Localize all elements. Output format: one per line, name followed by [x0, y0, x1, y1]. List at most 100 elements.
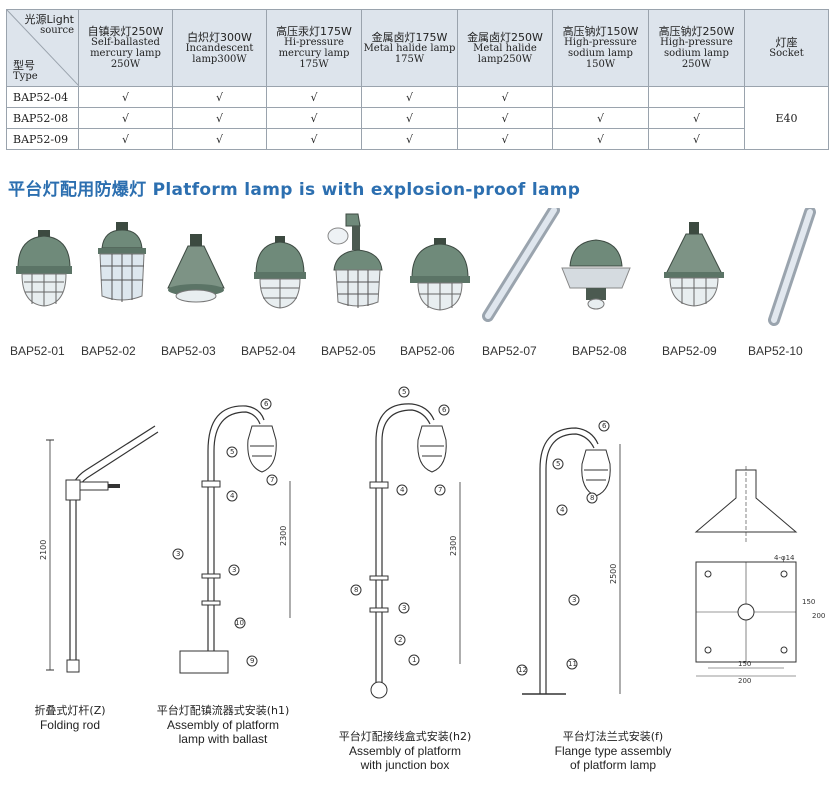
h1-caption: 平台灯配镇流器式安装(h1) Assembly of platform lamp…: [138, 704, 308, 746]
dim-2100: 2100: [39, 540, 48, 560]
lamp-bap52-09-image: [664, 222, 724, 307]
lamp-label: BAP52-06: [400, 344, 455, 358]
lamp-bap52-01-image: [16, 230, 72, 307]
svg-text:7: 7: [270, 476, 274, 484]
caption-cn: 平台灯配接线盒式安装(h2): [338, 730, 472, 743]
svg-text:6: 6: [602, 422, 607, 430]
lamp-bap52-04-image: [254, 236, 306, 309]
holes-label: 4-φ14: [774, 554, 795, 562]
section-title: 平台灯配用防爆灯 Platform lamp is with explosion…: [8, 180, 581, 200]
corner-en-bottom: Type: [13, 71, 38, 82]
svg-text:5: 5: [556, 460, 560, 468]
caption-cn: 平台灯配镇流器式安装(h1): [156, 704, 290, 717]
dim-200-v: 200: [812, 612, 825, 620]
check-cell: √: [648, 107, 745, 129]
lamp-label: BAP52-07: [482, 344, 537, 358]
col-en: High-pressure sodium lamp 150W: [564, 37, 637, 70]
caption-cn: 折叠式灯杆(Z): [34, 704, 106, 717]
model-cell: BAP52-04: [6, 86, 79, 108]
lamp-bap52-06-image: [410, 238, 470, 311]
check-cell: √: [552, 128, 649, 150]
check-cell: √: [457, 128, 553, 150]
lamp-bap52-03-image: [167, 234, 225, 303]
svg-text:4: 4: [230, 492, 235, 500]
dim-2300: 2300: [279, 526, 288, 546]
check-cell: √: [361, 107, 458, 129]
lamp-label: BAP52-01: [10, 344, 65, 358]
lamp-bap52-07-image: [482, 208, 560, 322]
svg-text:9: 9: [250, 657, 254, 665]
svg-text:3: 3: [232, 566, 236, 574]
lamp-bap52-10-image: [768, 208, 816, 326]
check-cell: [552, 86, 649, 108]
svg-text:5: 5: [230, 448, 234, 456]
col-cn: 高压钠灯150W: [562, 25, 639, 38]
col-en: Metal halide lamp 175W: [363, 42, 456, 65]
svg-text:4: 4: [560, 506, 565, 514]
table-row: BAP52-04 √ √ √ √ √ E40: [6, 86, 829, 150]
lamp-label: BAP52-04: [241, 344, 296, 358]
caption-en: with junction box: [360, 758, 450, 772]
folding-rod-caption: 折叠式灯杆(Z) Folding rod: [20, 704, 120, 732]
col-cn: 白炽灯300W: [187, 30, 252, 44]
lamp-label: BAP52-05: [321, 344, 376, 358]
check-cell: √: [457, 107, 553, 129]
col-cn: 灯座: [775, 36, 798, 49]
check-cell: [648, 86, 745, 108]
dim-2300: 2300: [449, 536, 458, 556]
caption-en: Assembly of platform: [166, 718, 280, 732]
f-caption: 平台灯法兰式安装(f) Flange type assembly of plat…: [538, 730, 688, 772]
dim-150-h: 150: [738, 660, 751, 668]
caption-cn: 平台灯法兰式安装(f): [562, 730, 664, 743]
col-cn: 自镇汞灯250W: [87, 25, 164, 38]
socket-cell: E40: [744, 86, 829, 150]
caption-en: Assembly of platform: [348, 744, 462, 758]
svg-text:10: 10: [235, 619, 244, 627]
assembly-h1-drawing: 2300 6 5 4 7 3 3 10 9: [172, 398, 291, 674]
check-cell: √: [266, 107, 362, 129]
lamp-bap52-08-image: [561, 239, 631, 310]
table-row: BAP52-09 √ √ √ √ √ √ √: [6, 128, 829, 150]
check-cell: √: [266, 86, 362, 108]
check-cell: √: [361, 86, 458, 108]
svg-text:3: 3: [176, 550, 180, 558]
col-en: Hi-pressure mercury lamp 175W: [278, 37, 350, 70]
col-en: Self-ballasted mercury lamp 250W: [90, 37, 161, 70]
corner-cn-top: 光源Light: [24, 13, 74, 26]
check-cell: √: [361, 128, 458, 150]
dim-150-v: 150: [802, 598, 815, 606]
lamp-label: BAP52-03: [161, 344, 216, 358]
dim-2500: 2500: [609, 564, 618, 584]
check-cell: √: [78, 107, 173, 129]
lamp-label: BAP52-08: [572, 344, 627, 358]
check-cell: √: [172, 107, 267, 129]
check-cell: √: [457, 86, 553, 108]
svg-text:1: 1: [412, 656, 416, 664]
lamp-bap52-05-image: [327, 213, 383, 308]
caption-en: Flange type assembly: [554, 744, 672, 758]
model-cell: BAP52-09: [6, 128, 79, 150]
svg-text:11: 11: [568, 660, 577, 668]
check-cell: √: [172, 86, 267, 108]
svg-text:2: 2: [398, 636, 402, 644]
lamp-label: BAP52-02: [81, 344, 136, 358]
svg-text:4: 4: [400, 486, 405, 494]
folding-rod-drawing: 2100: [39, 425, 159, 673]
table-row: BAP52-08 √ √ √ √ √ √ √: [6, 107, 829, 129]
lamp-label: BAP52-09: [662, 344, 717, 358]
check-cell: √: [78, 86, 173, 108]
flange-detail-drawing: 4-φ14 150 200 150 200: [694, 466, 825, 684]
col-cn: 高压钠灯250W: [658, 25, 735, 38]
check-cell: √: [78, 128, 173, 150]
check-cell: √: [648, 128, 745, 150]
check-cell: √: [266, 128, 362, 150]
col-cn: 金属卤灯250W: [467, 30, 543, 44]
